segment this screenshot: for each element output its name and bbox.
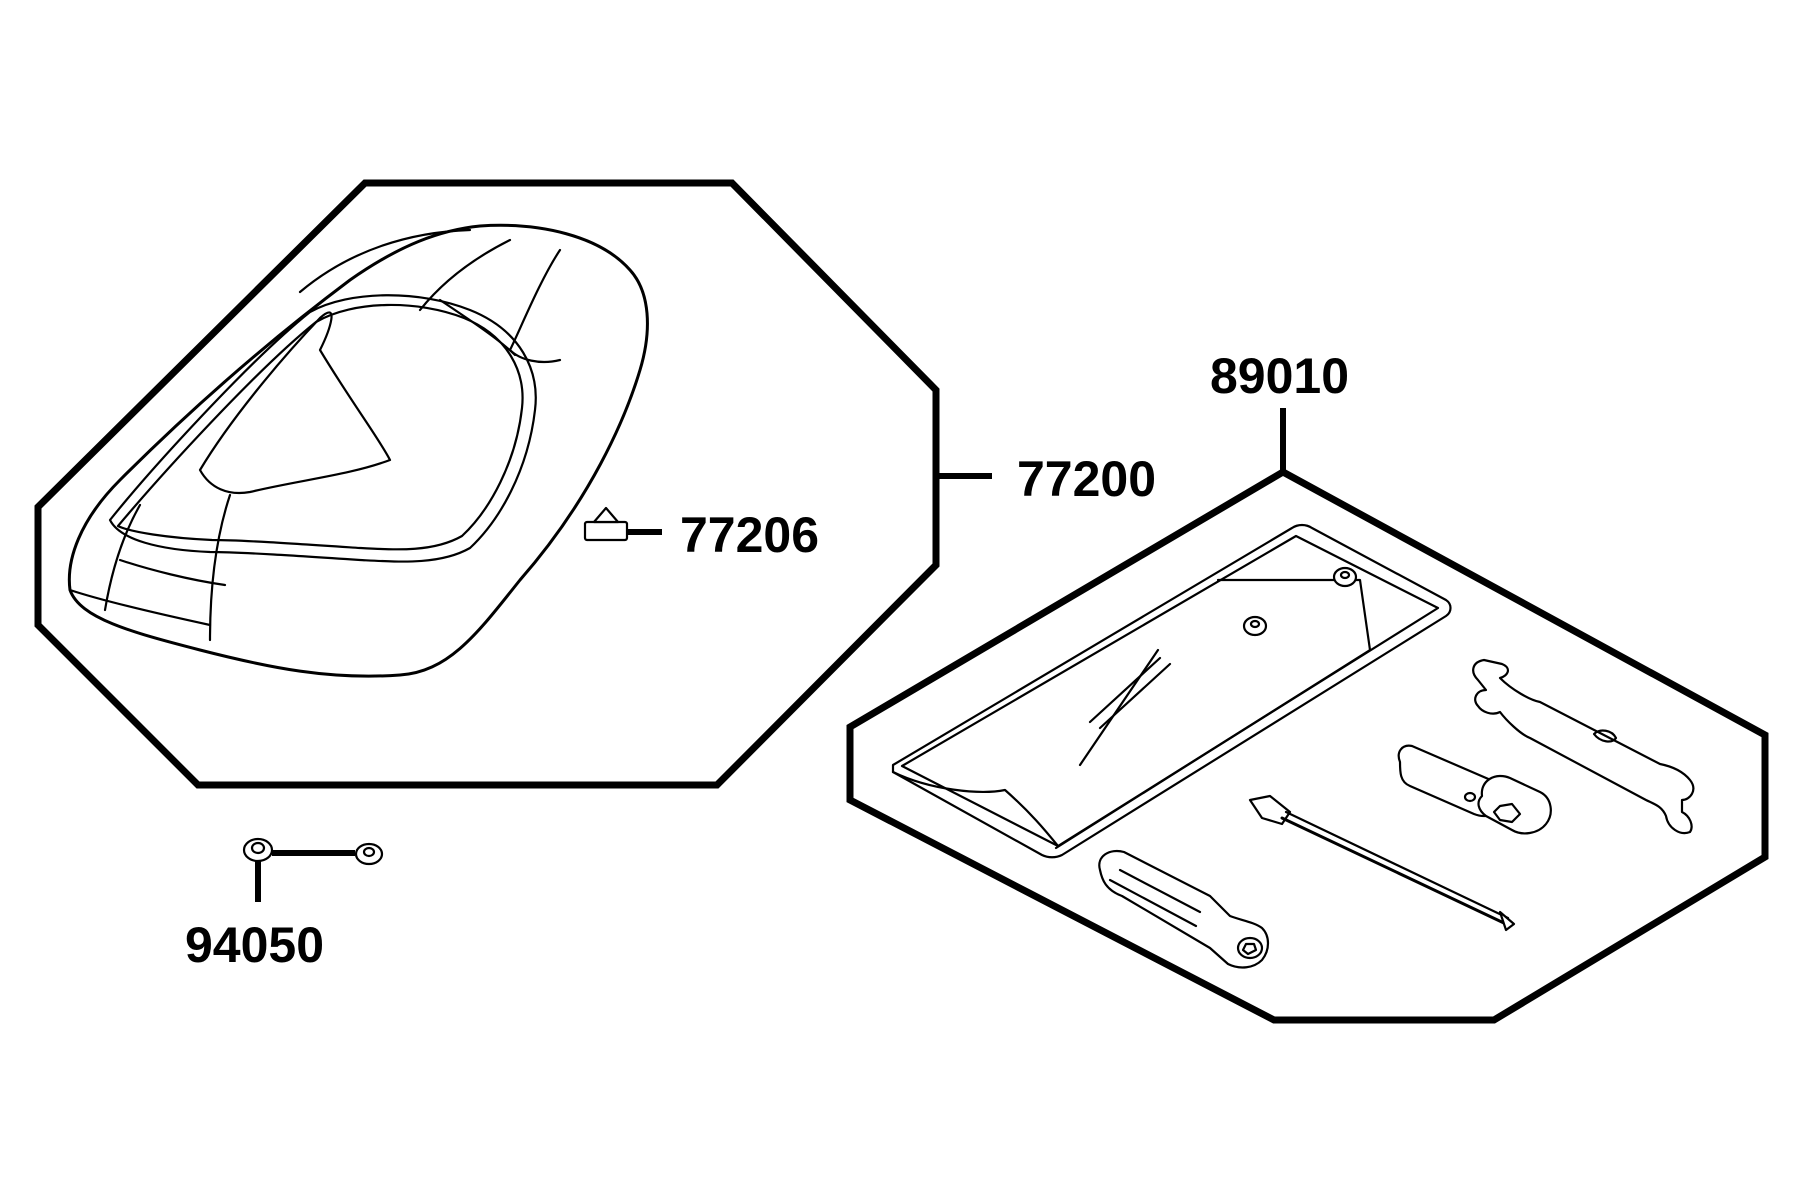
bolt-icon [242,837,384,866]
hook-icon [583,506,629,542]
wrench-icon [1472,658,1695,835]
screwdriver-handle-icon [1098,849,1270,969]
part-number-77200: 77200 [1017,451,1156,507]
seat-icon [67,223,649,678]
tool-kit-group-frame [846,467,1769,1024]
tool-bag [891,523,1452,859]
part-number-94050: 94050 [185,917,324,973]
seat-group-frame [34,179,940,789]
part-number-89010: 89010 [1210,348,1349,404]
part-number-77206: 77206 [680,507,819,563]
socket-wrench-icon [1397,744,1552,835]
tool-kit-icon [891,523,1695,969]
screwdriver-bit-icon [1248,794,1516,932]
